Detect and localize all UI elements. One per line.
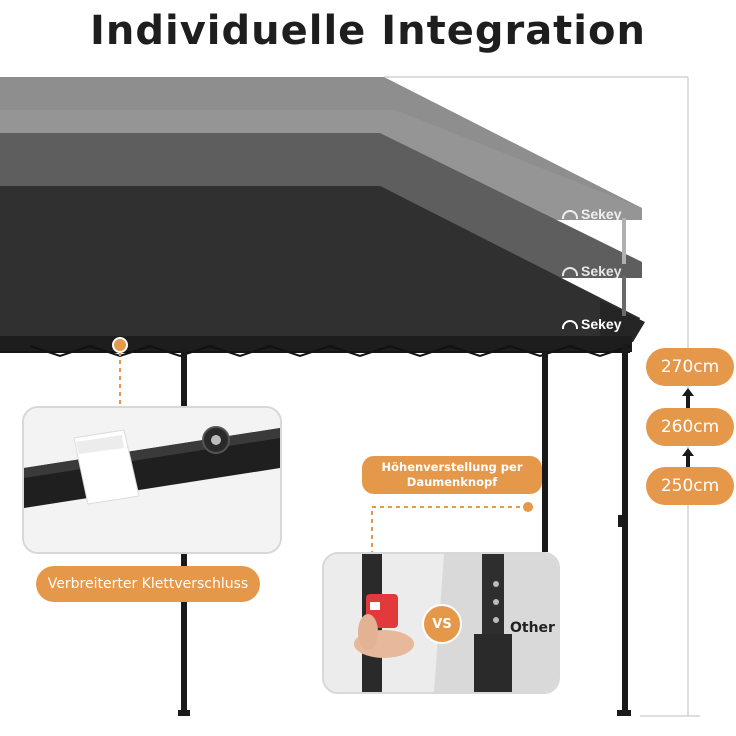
- velcro-strap-photo: [24, 408, 280, 552]
- thumb-button-comparison-panel: [322, 552, 560, 694]
- sun-logo-icon: [562, 319, 578, 329]
- brand-logo-bottom: Sekey: [562, 316, 621, 332]
- leg-middle: [542, 352, 548, 552]
- arrow-up-icon: [682, 448, 694, 468]
- height-250-badge: 250cm: [646, 467, 734, 505]
- other-label: Other: [510, 620, 555, 636]
- arrow-up-icon: [682, 388, 694, 408]
- brand-logo-middle: Sekey: [562, 263, 621, 279]
- brand-logo-top: Sekey: [562, 206, 621, 222]
- height-270-badge: 270cm: [646, 348, 734, 386]
- velcro-callout: Verbreiterter Klettverschluss: [36, 566, 260, 602]
- vs-badge: VS: [422, 604, 462, 644]
- sun-logo-icon: [562, 266, 578, 276]
- height-260-badge: 260cm: [646, 408, 734, 446]
- velcro-detail-panel: [22, 406, 282, 554]
- height-adjust-callout: Höhenverstellung per Daumenknopf: [362, 456, 542, 494]
- page-title: Individuelle Integration: [90, 8, 646, 54]
- leg-right: [622, 344, 628, 716]
- sun-logo-icon: [562, 209, 578, 219]
